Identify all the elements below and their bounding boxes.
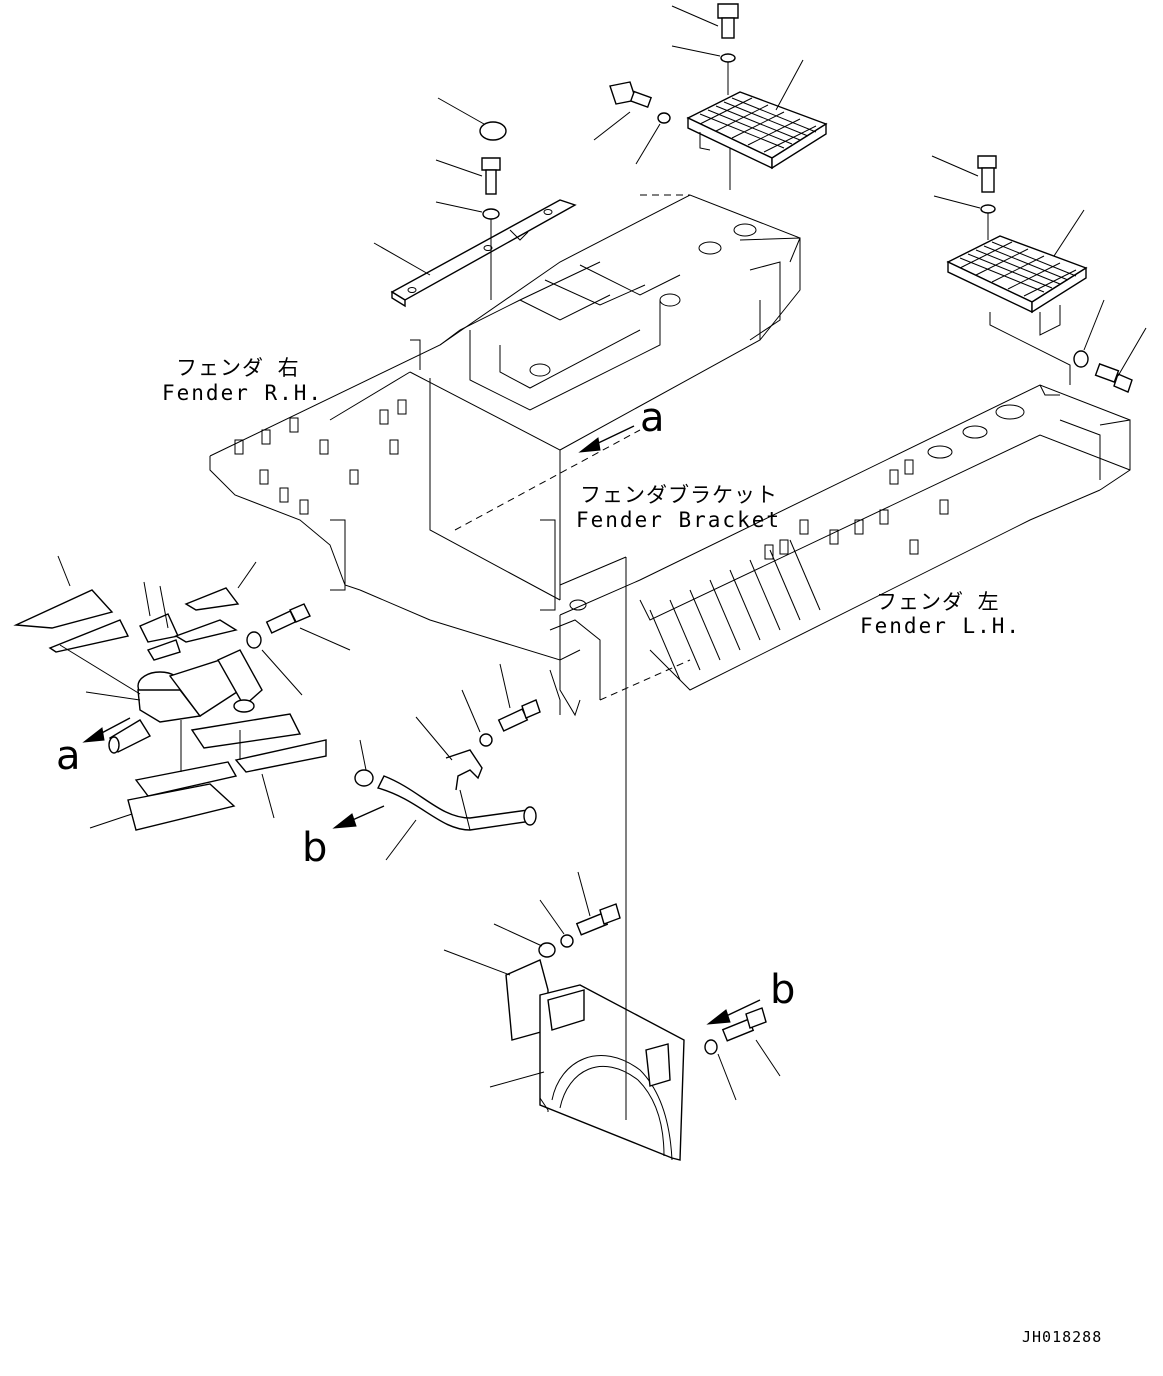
upper-step-grating <box>686 91 828 190</box>
bolts-upper <box>479 3 1133 393</box>
view-arrows <box>82 425 761 1025</box>
view-marker-b-left: b <box>302 825 328 871</box>
pipe-assembly-left <box>13 587 374 831</box>
leader-lines <box>57 5 1147 1101</box>
right-step-grating <box>946 235 1088 385</box>
fender-rh-label-jp: フェンダ 右 <box>176 356 300 380</box>
fender-lh-label-en: Fender L.H. <box>860 614 1022 638</box>
fender-lh-label-jp: フェンダ 左 <box>876 590 1000 614</box>
drawing-code: JH018288 <box>1022 1328 1103 1346</box>
view-marker-a-upper: a <box>640 395 665 441</box>
alignment-lines <box>59 556 627 1120</box>
view-marker-a-left: a <box>56 733 81 779</box>
fender-rh-label-en: Fender R.H. <box>162 381 324 405</box>
fender-bracket-label-en: Fender Bracket <box>576 508 782 532</box>
fender-lh-frame <box>549 384 1131 717</box>
fender-bracket-label-jp: フェンダブラケット <box>580 483 778 507</box>
hose-pipe <box>376 699 541 831</box>
strap-plate <box>390 199 577 308</box>
fender-rh-frame <box>209 194 801 661</box>
view-marker-b-right: b <box>770 967 796 1013</box>
fender-bracket-panel <box>505 903 767 1161</box>
